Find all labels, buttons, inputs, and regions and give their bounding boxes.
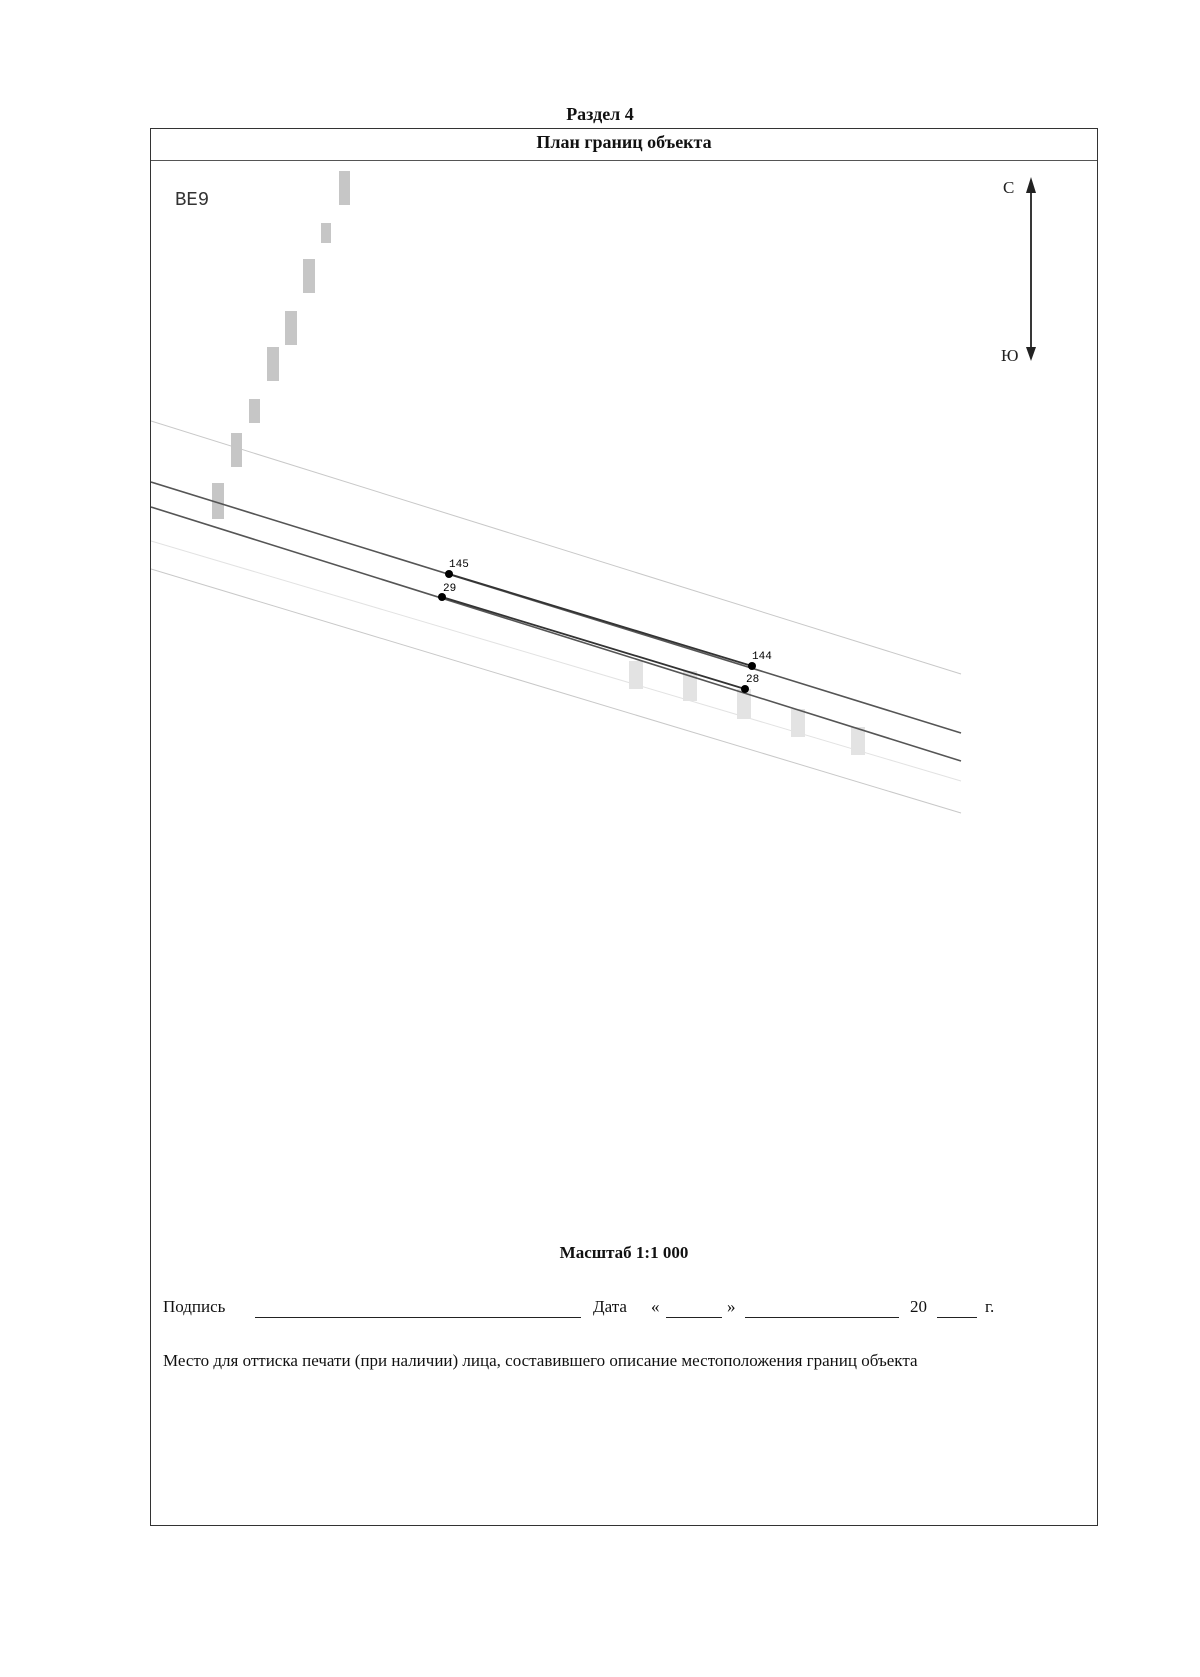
south-label: Ю [1001, 346, 1018, 365]
point-145-label: 145 [449, 559, 469, 571]
north-arrow-head-icon [1026, 177, 1036, 193]
north-arrow: С Ю [1001, 177, 1036, 365]
hatch-mark [285, 311, 297, 345]
boundary-line-south [151, 506, 962, 762]
year-suffix: г. [985, 1297, 995, 1316]
south-arrow-head-icon [1026, 347, 1036, 361]
point-29-label: 29 [443, 583, 456, 595]
object-boundary [151, 481, 962, 762]
month-line [745, 1317, 899, 1318]
hatch-mark [851, 727, 865, 755]
date-quote-open: « [651, 1297, 660, 1316]
hatch-mark [249, 399, 260, 423]
stamp-place-text: Место для оттиска печати (при наличии) л… [163, 1351, 918, 1370]
section-title: Раздел 4 [566, 104, 634, 124]
boundary-segment-north [448, 573, 753, 667]
point-144-label: 144 [752, 651, 772, 663]
hatch-mark [629, 661, 643, 689]
adjacent-line [151, 420, 962, 675]
north-label: С [1003, 178, 1014, 197]
signature-row: Подпись Дата « » 20 г. [163, 1297, 1063, 1327]
signature-line [255, 1317, 581, 1318]
point-29-marker [438, 593, 446, 601]
date-quote-close: » [727, 1297, 736, 1316]
hatched-boundary [212, 171, 350, 519]
hatch-mark [267, 347, 279, 381]
lower-hatching [629, 661, 865, 755]
adjacent-line [151, 540, 962, 782]
hatch-mark [303, 259, 315, 293]
point-144-marker [748, 662, 756, 670]
boundary-line-north [151, 481, 962, 734]
date-label: Дата [593, 1297, 627, 1316]
boundary-segment-south [441, 596, 746, 690]
adjacent-line [151, 568, 962, 814]
hatch-mark [791, 709, 805, 737]
hatch-mark [683, 671, 697, 701]
turning-points: 145 29 144 28 [438, 559, 772, 693]
point-145-marker [445, 570, 453, 578]
sheet-label: ВЕ9 [175, 189, 209, 211]
scale-label: Масштаб 1:1 000 [559, 1243, 689, 1262]
day-line [666, 1317, 722, 1318]
plan-title: План границ объекта [151, 129, 1097, 161]
hatch-mark [321, 223, 331, 243]
boundary-plan-drawing: 145 29 144 28 ВЕ9 С Ю [151, 171, 1036, 814]
point-28-marker [741, 685, 749, 693]
point-28-label: 28 [746, 674, 759, 686]
hatch-mark [212, 483, 224, 519]
hatch-mark [737, 689, 751, 719]
year-prefix: 20 [910, 1297, 927, 1316]
adjacent-boundaries [151, 420, 962, 814]
signature-label: Подпись [163, 1297, 226, 1316]
plan-frame: План границ объекта [150, 128, 1098, 1526]
hatch-mark [231, 433, 242, 467]
hatch-mark [339, 171, 350, 205]
year-line [937, 1317, 977, 1318]
